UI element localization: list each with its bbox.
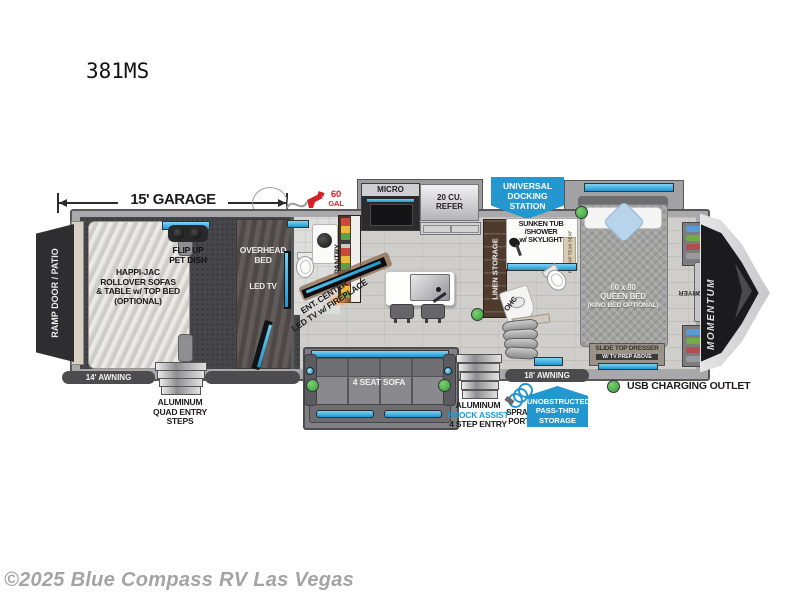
usb-legend-dot (607, 380, 620, 393)
sofa-front-rail (309, 404, 451, 423)
pantry-items (341, 218, 350, 298)
garage-tv-screen (285, 253, 288, 307)
dresser-label: SLIDE TOP DRESSER (595, 345, 659, 352)
quad-steps-label: ALUMINUM QUAD ENTRY STEPS (153, 397, 207, 427)
awning-18-label: 18' AWNING (505, 369, 589, 382)
linen-storage: LINEN STORAGE (483, 219, 507, 318)
fridge-drawers (420, 222, 481, 235)
usb-outlet-dot (575, 206, 588, 219)
queen-bed-label: 60 x 80 QUEEN BED (KING BED OPTIONAL) (587, 283, 659, 309)
bedroom-window (584, 183, 674, 192)
happijac-label: HAPPI-JAC ROLLOVER SOFAS & TABLE w/ TOP … (96, 267, 180, 306)
usb-outlet-dot (306, 379, 319, 392)
refrigerator: 20 CU. REFER (420, 184, 479, 221)
tub-edge-light (507, 263, 577, 271)
shock-steps-label: ALUMINUM SHOCK ASSIST 4 STEP ENTRY (447, 400, 509, 430)
tub-label: SUNKEN TUB /SHOWER w/ SKYLIGHT (518, 219, 564, 245)
garage-tv-icon (284, 251, 291, 309)
fuel-pump-icon (286, 191, 325, 209)
happijac-sofas (88, 221, 190, 369)
brand-logo: MOMENTUM (706, 278, 717, 350)
sofa-window (311, 350, 449, 358)
fuel-capacity-label: 60 GAL (328, 189, 344, 208)
dimension-arrow-left (59, 199, 67, 207)
garage-tv-label: LED TV (249, 282, 277, 291)
ramp-door-patio: RAMP DOOR / PATIO (36, 224, 74, 362)
linen-label: LINEN STORAGE (490, 237, 500, 300)
fireplace-icon (326, 293, 354, 307)
toilet-icon (296, 252, 314, 278)
awning-14-segment (205, 371, 300, 384)
cup-holder-icon (444, 367, 452, 375)
slide-skirt-window (316, 410, 374, 418)
slide-top-dresser: SLIDE TOP DRESSER W/ TV PREP ABOVE (589, 343, 665, 366)
micro-label: MICRO (362, 184, 419, 196)
bath-window (534, 357, 563, 366)
garage-dimension-label: 15' GARAGE (118, 191, 228, 209)
sofa-armrest (178, 334, 193, 362)
dresser-window (598, 363, 658, 370)
sofa-label: 4 SEAT SOFA (352, 377, 406, 387)
pet-dish-label: FLIP UP PET DISH (169, 245, 207, 265)
dresser-sublabel: W/ TV PREP ABOVE (596, 354, 658, 360)
vessel-sink-icon (317, 233, 332, 248)
bath-light-bar (287, 220, 309, 228)
island-sink-icon (410, 274, 450, 303)
microwave-oven: MICRO (361, 183, 420, 231)
oven-door (370, 204, 413, 226)
hanging-clothes (686, 329, 704, 335)
passthru-storage-banner: UNOBSTRUCTED PASS-THRU STORAGE (527, 386, 588, 427)
awning-14-label: 14' AWNING (62, 371, 155, 384)
slide-skirt-window (384, 410, 442, 418)
usb-legend-label: USB CHARGING OUTLET (627, 380, 751, 392)
hanging-clothes (686, 226, 704, 232)
bar-stool (421, 304, 445, 323)
dealer-watermark: ©2025 Blue Compass RV Las Vegas (4, 569, 355, 591)
spray-port-label: SPRAY PORT (506, 408, 532, 426)
overhead-bed-label: OVERHEAD BED (239, 245, 287, 265)
cup-holder-icon (306, 367, 314, 375)
usb-outlet-dot (438, 379, 451, 392)
model-number: 381MS (86, 59, 150, 83)
ramp-door-label: RAMP DOOR / PATIO (50, 248, 60, 338)
bath-vanity (312, 224, 338, 264)
dimension-tick-left (57, 193, 59, 213)
pet-dish-icon (168, 225, 208, 242)
garage-wall (291, 217, 294, 369)
bar-stool (390, 304, 414, 323)
